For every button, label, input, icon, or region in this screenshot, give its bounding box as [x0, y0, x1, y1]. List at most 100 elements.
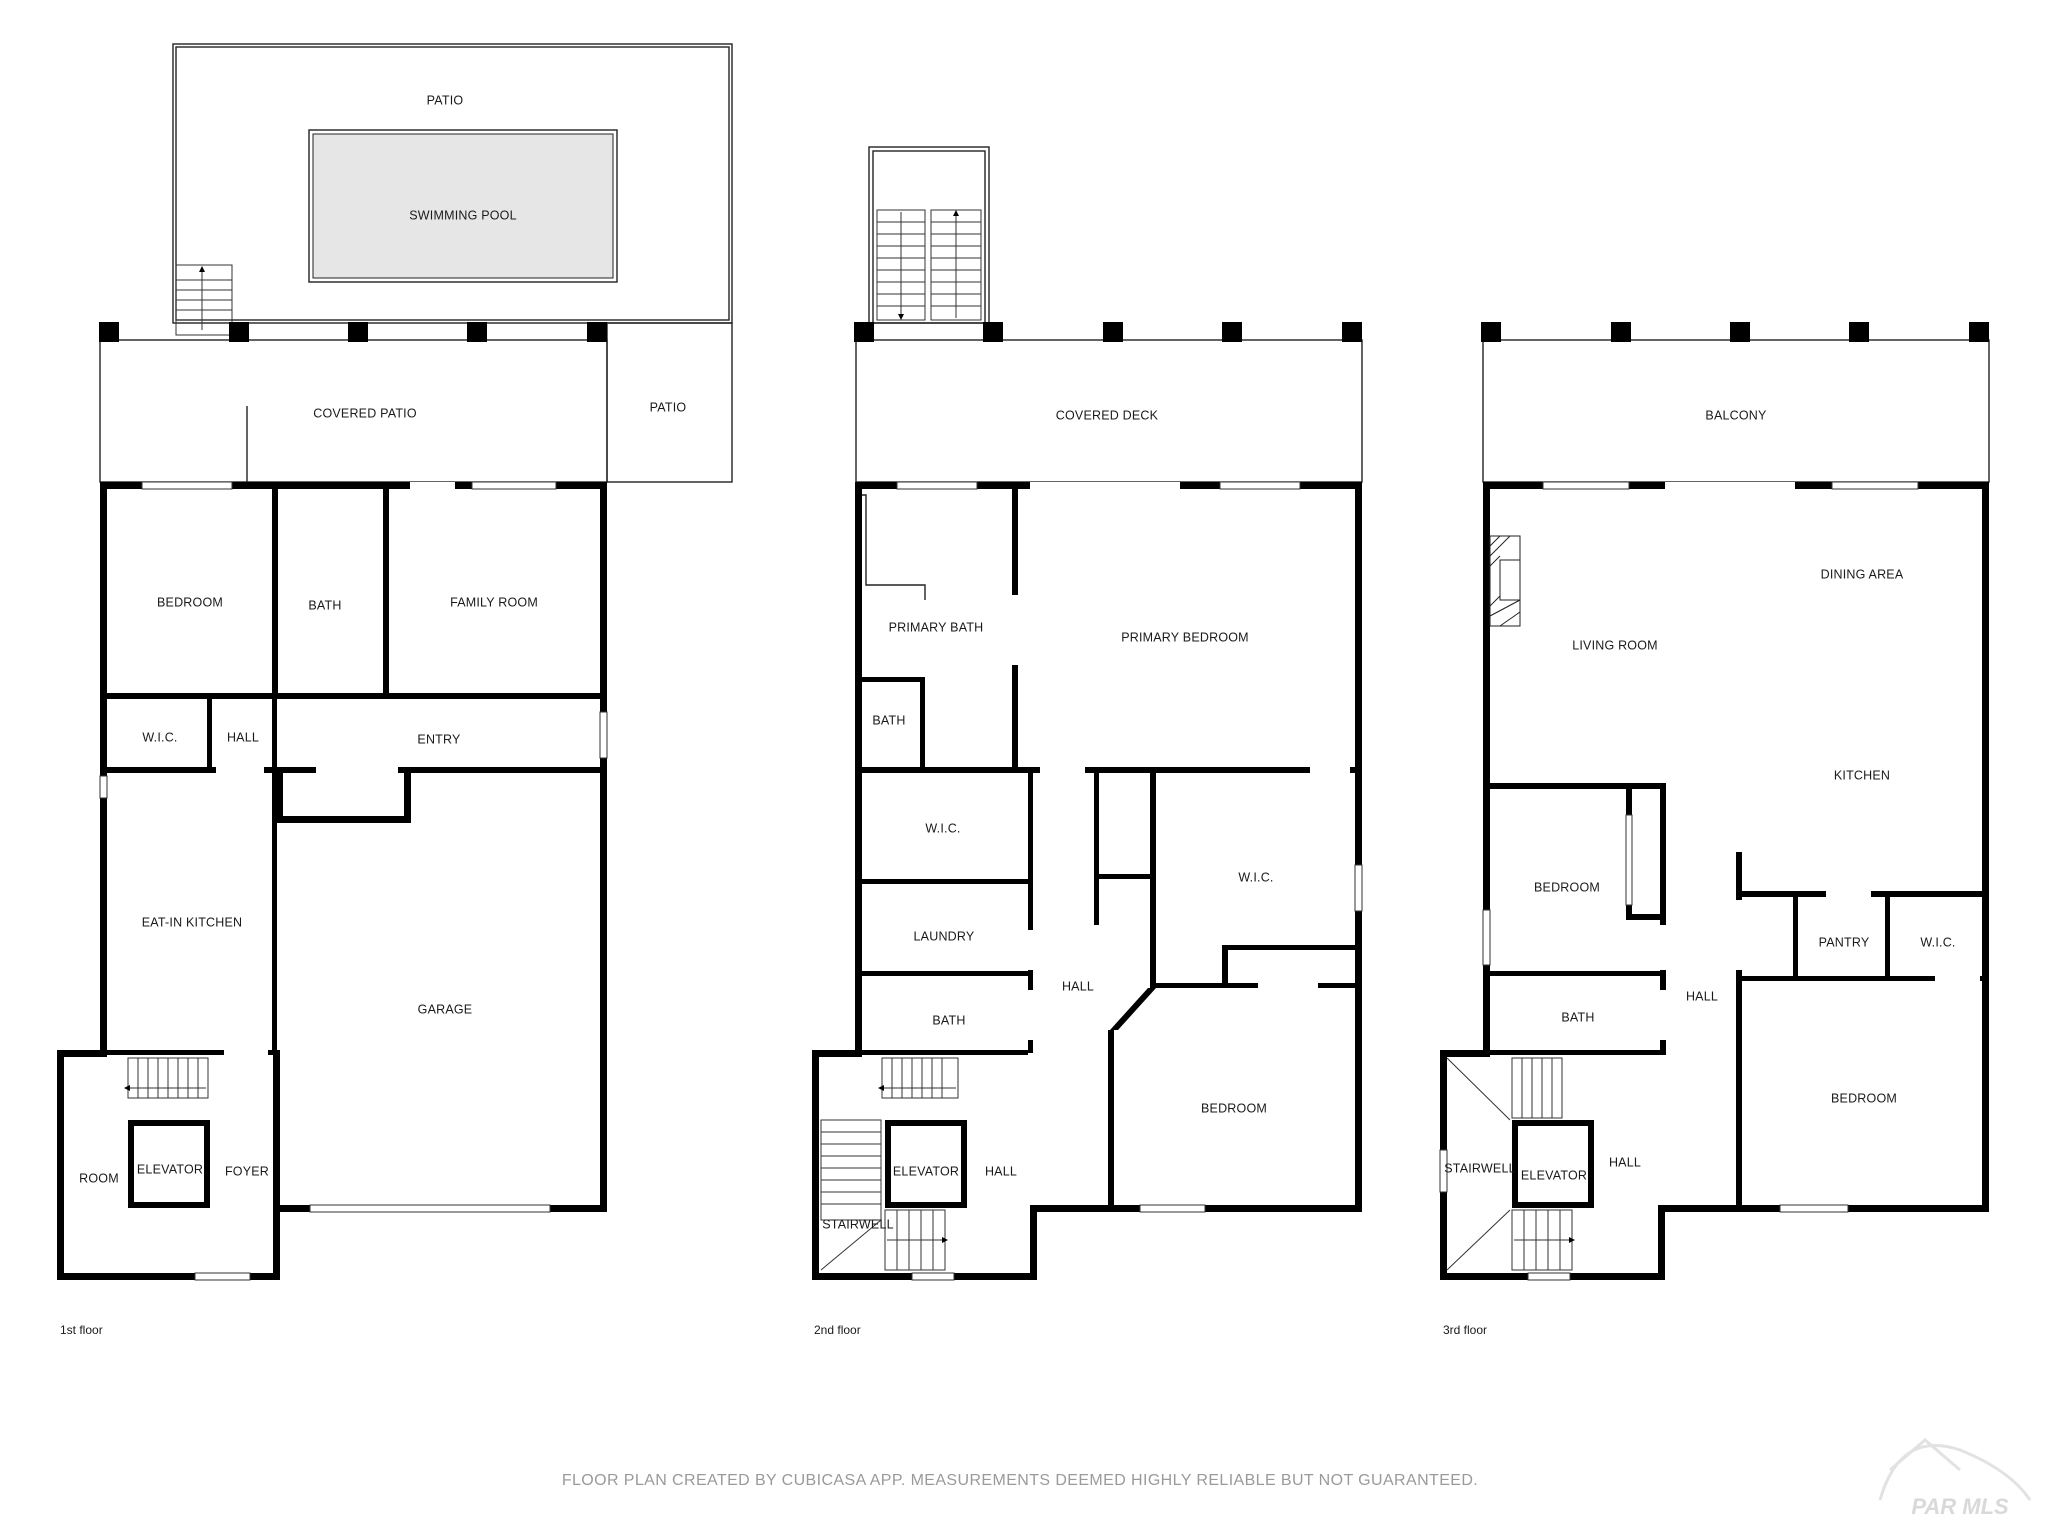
stair-arrow-icon	[1569, 1237, 1575, 1243]
door-opening	[1935, 976, 1980, 981]
room-label-foyer: FOYER	[225, 1164, 269, 1178]
room-label-covered-deck: COVERED DECK	[1056, 408, 1159, 422]
window	[1831, 481, 1919, 490]
window	[1482, 909, 1491, 966]
window	[1354, 864, 1363, 912]
wall	[812, 1050, 862, 1057]
room-label-hall-lower: HALL	[985, 1164, 1017, 1178]
window	[194, 1272, 251, 1281]
door-opening	[1736, 900, 1742, 970]
stair-down-arrow-icon	[898, 314, 904, 320]
room-label-swimming-pool: SWIMMING POOL	[409, 208, 516, 222]
wall	[1490, 783, 1666, 789]
wall	[207, 699, 212, 767]
wall	[100, 482, 607, 489]
wall	[1512, 1202, 1594, 1208]
room-label-elevator: ELEVATOR	[1521, 1168, 1587, 1182]
wall	[1150, 773, 1156, 988]
wall	[885, 1120, 891, 1208]
wall	[1490, 971, 1666, 976]
door-opening	[1665, 482, 1795, 489]
wall	[1222, 945, 1355, 950]
door-opening	[410, 482, 455, 489]
wall	[272, 489, 278, 699]
post	[1103, 322, 1123, 342]
room-label-entry: ENTRY	[417, 732, 461, 746]
room-label-hall-lower: HALL	[1609, 1155, 1641, 1169]
wall	[862, 767, 1355, 773]
wall	[961, 1120, 967, 1208]
room-label-hall-center: HALL	[1686, 989, 1718, 1003]
post	[983, 322, 1003, 342]
wall	[404, 773, 411, 823]
post	[854, 322, 874, 342]
room-label-wic-right: W.I.C.	[1238, 870, 1273, 884]
door-opening	[1660, 925, 1666, 970]
wall	[100, 482, 107, 1055]
room-label-elevator: ELEVATOR	[893, 1164, 959, 1178]
wall	[277, 1050, 280, 1210]
wall	[57, 1273, 280, 1280]
side-patio-outline	[606, 322, 733, 483]
wall	[1222, 945, 1228, 988]
wall	[128, 1202, 210, 1208]
post	[1481, 322, 1501, 342]
patio-stair-treads	[176, 270, 232, 330]
window	[99, 775, 108, 799]
window	[1527, 1272, 1571, 1281]
wall	[1440, 1050, 1490, 1057]
patio-outline-inner	[175, 46, 730, 321]
stair-arrow-icon	[878, 1085, 884, 1091]
wall	[885, 1202, 967, 1208]
stair-arrow-icon	[942, 1237, 948, 1243]
door-opening	[1660, 990, 1666, 1040]
door-opening	[316, 767, 398, 773]
wall	[862, 879, 1028, 884]
wall	[1512, 1120, 1594, 1126]
fireplace-icon	[1489, 535, 1521, 627]
room-label-hall: HALL	[227, 730, 259, 744]
post	[1611, 322, 1631, 342]
post	[1969, 322, 1989, 342]
stair-up-arrow-icon	[953, 210, 959, 216]
room-label-primary-bedroom: PRIMARY BEDROOM	[1121, 630, 1249, 644]
post	[467, 322, 487, 342]
door-opening	[1310, 767, 1350, 773]
window	[911, 1272, 955, 1281]
room-label-balcony: BALCONY	[1705, 408, 1767, 422]
room-label-room: ROOM	[79, 1171, 119, 1185]
door-opening	[1028, 930, 1033, 970]
deck-stairs	[876, 209, 982, 321]
room-label-primary-bath: PRIMARY BATH	[889, 620, 984, 634]
floor-caption-3: 3rd floor	[1443, 1323, 1487, 1337]
wall	[1793, 897, 1798, 976]
room-label-garage: GARAGE	[418, 1002, 473, 1016]
wall	[1490, 1050, 1666, 1055]
post	[1730, 322, 1750, 342]
wall	[272, 699, 277, 1054]
window	[599, 711, 608, 759]
par-mls-watermark: PAR MLS	[1878, 1438, 2032, 1519]
floor-caption-1: 1st floor	[60, 1323, 103, 1337]
floor-3-plan: BALCONY DINING AREA LIVING ROOM KITCHEN …	[1439, 322, 1990, 1337]
window	[141, 481, 233, 490]
room-label-bedroom: BEDROOM	[157, 595, 223, 609]
wall	[1094, 879, 1099, 925]
floor-caption-2: 2nd floor	[814, 1323, 861, 1337]
wall	[1108, 1030, 1114, 1212]
wall	[1030, 1205, 1037, 1280]
wall	[383, 489, 389, 699]
window	[896, 481, 978, 490]
room-label-covered-patio: COVERED PATIO	[313, 406, 417, 420]
wall	[1110, 988, 1156, 1030]
patio-stair-arrow-icon	[199, 266, 205, 272]
stair-arrow-icon	[124, 1085, 130, 1091]
wall	[107, 693, 600, 699]
wall	[204, 1120, 210, 1208]
stairwell-stairs	[820, 1057, 959, 1271]
room-label-wic: W.I.C.	[142, 730, 177, 744]
post	[99, 322, 119, 342]
room-label-bath-small: BATH	[872, 713, 905, 727]
window	[1219, 481, 1301, 490]
